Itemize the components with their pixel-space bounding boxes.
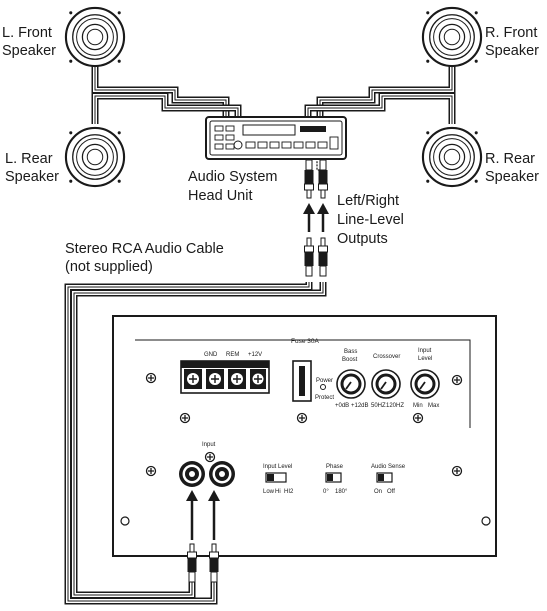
rca-cable-label: Stereo RCA Audio Cable (not supplied)	[65, 241, 228, 275]
bass-boost-label: Bass Boost	[342, 349, 359, 363]
power-led-label: Power	[316, 378, 333, 384]
right-front-speaker-label: R. Front Speaker	[485, 25, 541, 59]
gnd-label: GND	[204, 352, 218, 358]
left-rear-speaker	[64, 126, 126, 188]
left-front-speaker	[64, 6, 126, 68]
crossover-knob[interactable]	[371, 369, 401, 399]
phase-option-180: 180°	[335, 489, 348, 495]
input-level-option-hi2: HI2	[284, 489, 294, 495]
left-rear-speaker-label: L. Rear Speaker	[5, 151, 59, 185]
amp-input-arrows	[186, 490, 220, 540]
audio-sense-switch[interactable]	[376, 472, 393, 483]
plus12v-terminal	[250, 369, 266, 389]
fuse-label: Fuse 30A	[291, 338, 319, 345]
protect-led-label: Protect	[315, 395, 334, 401]
rem-terminal	[228, 369, 246, 389]
rca-input-jack-left[interactable]	[179, 461, 205, 487]
input-level-option-low: Low	[263, 489, 275, 495]
head-unit	[205, 116, 347, 160]
bass-boost-knob[interactable]	[336, 369, 366, 399]
audio-sense-option-on: On	[374, 489, 382, 495]
phase-option-0: 0°	[323, 489, 329, 495]
bass-boost-max-label: +12dB	[351, 403, 369, 409]
input-level-switch[interactable]	[265, 472, 287, 483]
right-rear-speaker-label: R. Rear Speaker	[485, 151, 539, 185]
audio-sense-switch-label: Audio Sense	[371, 464, 406, 470]
head-unit-rca-arrows	[303, 203, 329, 232]
crossover-max-label: 120HZ	[386, 403, 404, 409]
right-rear-speaker	[421, 126, 483, 188]
input-level-option-hi: Hi	[275, 489, 281, 495]
head-unit-label: Audio System Head Unit	[188, 169, 282, 204]
subwoofer-amp-panel	[112, 315, 497, 557]
phase-switch[interactable]	[325, 472, 342, 483]
rca-input-jack-right[interactable]	[209, 461, 235, 487]
speaker-wires	[91, 66, 456, 176]
crossover-min-label: 50HZ	[371, 403, 386, 409]
plus12v-label: +12V	[248, 352, 262, 358]
input-level-max-label: Max	[428, 403, 439, 409]
rem-label: REM	[226, 352, 239, 358]
rca-cable	[64, 282, 327, 605]
status-leds	[320, 384, 326, 390]
phase-switch-label: Phase	[326, 464, 344, 470]
fuse-holder	[292, 360, 312, 402]
input-jacks-label: Input	[202, 442, 216, 448]
input-level-min-label: Min	[413, 403, 423, 409]
line-level-outputs-label: Left/Right Line-Level Outputs	[337, 193, 408, 247]
left-front-speaker-label: L. Front Speaker	[2, 25, 56, 59]
head-unit-rca-plugs	[304, 159, 328, 199]
cable-rca-plugs-top	[304, 237, 328, 277]
bass-boost-min-label: +0dB	[335, 403, 349, 409]
gnd-terminal	[184, 369, 202, 389]
crossover-label: Crossover	[373, 354, 400, 360]
right-front-speaker	[421, 6, 483, 68]
input-level-knob-label: Input Level	[418, 348, 433, 362]
input-level-switch-label: Input Level	[263, 464, 292, 470]
audio-sense-option-off: Off	[387, 489, 395, 495]
input-level-knob[interactable]	[410, 369, 440, 399]
gnd-terminal-2	[206, 369, 224, 389]
power-terminal-block	[180, 360, 270, 394]
